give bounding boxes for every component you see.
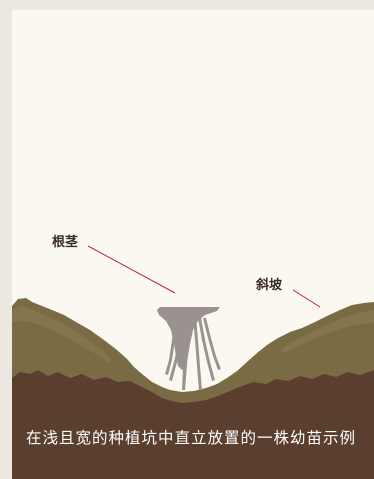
seedling-rhizome: [157, 307, 221, 390]
diagram-caption: 在浅且宽的种植坑中直立放置的一株幼苗示例: [26, 428, 361, 448]
rhizome-leader-line: [88, 246, 175, 293]
slope-label: 斜坡: [255, 277, 283, 293]
subsoil: [12, 370, 374, 479]
planting-diagram: 根茎 斜坡: [12, 10, 374, 479]
slope-leader-line: [293, 290, 320, 307]
diagram-canvas: 根茎 斜坡: [12, 10, 374, 479]
rhizome-label: 根茎: [52, 234, 78, 250]
